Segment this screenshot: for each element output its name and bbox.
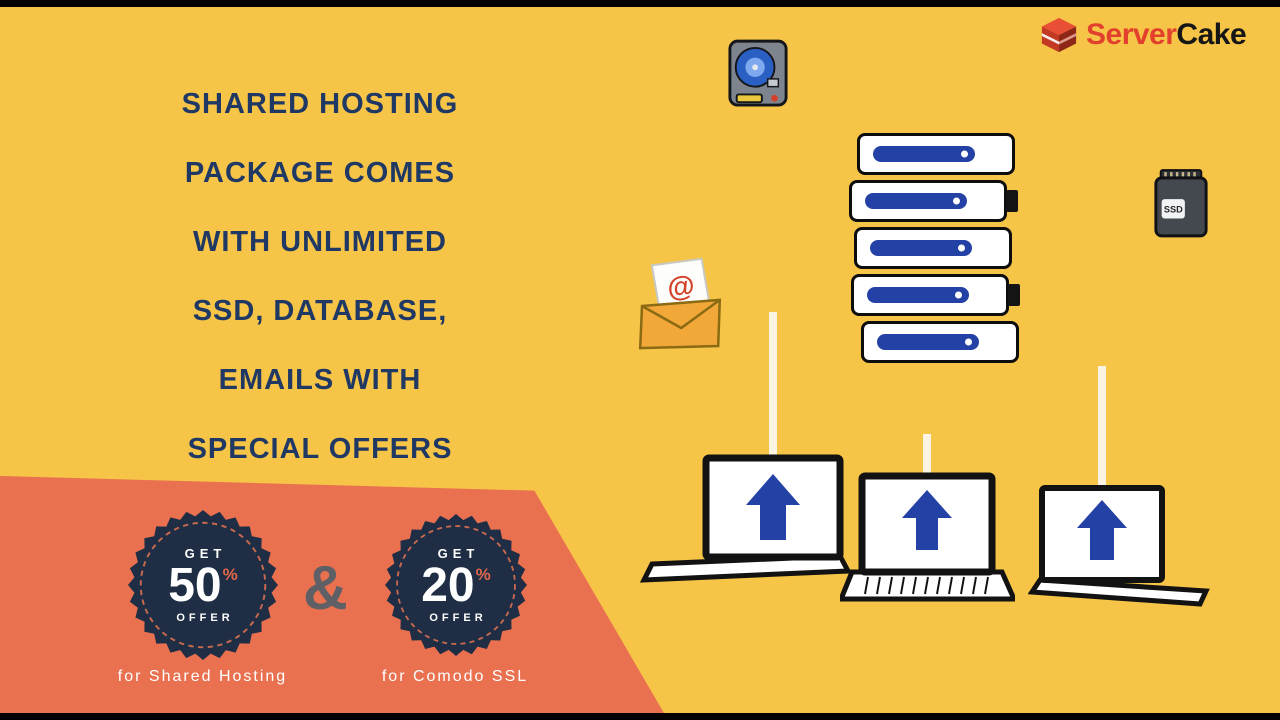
ssd-card-icon: SSD [1154, 169, 1208, 238]
laptop-upload-icon [840, 472, 1015, 602]
hard-drive-icon [728, 39, 788, 107]
badge-get-label: GET [437, 546, 480, 561]
badge-caption-shared-hosting: for Shared Hosting [117, 668, 288, 685]
server-unit [849, 180, 1018, 222]
ampersand: & [303, 554, 348, 623]
email-envelope-icon: @ [638, 257, 722, 350]
badge-value: 20% [421, 559, 491, 612]
badge-percent-sign: % [222, 565, 238, 584]
server-led-bar [865, 193, 967, 209]
at-symbol: @ [665, 269, 696, 303]
badge-get-label: GET [184, 546, 227, 561]
server-unit [854, 227, 1012, 269]
headline-line: EMAILS WITH [218, 364, 422, 396]
letterbox-bottom [0, 713, 1280, 720]
brand-logo: ServerCake [1040, 16, 1247, 54]
headline-line: WITH UNLIMITED [192, 226, 447, 258]
keyboard-hatch [864, 576, 989, 595]
server-unit [857, 133, 1015, 175]
badge-offer-label: OFFER [176, 612, 234, 624]
servercake-cake-icon [1041, 17, 1077, 53]
headline-line: SPECIAL OFFERS [187, 433, 453, 465]
server-led-bar [877, 334, 979, 350]
letterbox-top [0, 0, 1280, 7]
server-led-bar [873, 146, 975, 162]
badge-caption-comodo-ssl: for Comodo SSL [381, 668, 529, 685]
server-led-bar [867, 287, 969, 303]
ssd-label: SSD [1164, 205, 1183, 215]
brand-name-primary: Server [1086, 18, 1177, 51]
connector-line [1098, 366, 1106, 490]
badge-offer-label: OFFER [429, 612, 487, 624]
connector-line [923, 434, 931, 480]
seal-badge-icon [385, 514, 527, 656]
connector-line [769, 312, 777, 460]
server-stack-icon [849, 133, 1034, 368]
offer-badge-shared-hosting: GET 50% OFFER [128, 510, 278, 660]
headline-line: SHARED HOSTING [181, 88, 459, 120]
brand-name-secondary: Cake [1176, 18, 1247, 51]
badge-text: GET 20% OFFER [385, 514, 527, 656]
brand-wordmark: ServerCake [1086, 18, 1247, 52]
seal-badge-icon [128, 510, 278, 660]
headline-line: SSD, DATABASE, [192, 295, 448, 327]
laptop-upload-icon [639, 454, 853, 583]
upload-arrow-icon [902, 490, 952, 550]
offer-badge-comodo-ssl: GET 20% OFFER [385, 514, 527, 656]
badge-text: GET 50% OFFER [128, 510, 278, 660]
laptop-base [1028, 577, 1210, 607]
badge-value: 50% [168, 559, 238, 612]
server-unit [851, 274, 1020, 316]
badge-number: 20 [421, 559, 475, 612]
badge-number: 50 [168, 559, 222, 612]
laptop-upload-icon [1028, 485, 1210, 607]
server-unit [861, 321, 1019, 363]
upload-arrow-icon [1077, 500, 1127, 560]
headline: SHARED HOSTING PACKAGE COMES WITH UNLIMI… [90, 70, 550, 484]
server-led-bar [870, 240, 972, 256]
headline-line: PACKAGE COMES [184, 157, 456, 189]
upload-arrow-icon [746, 474, 800, 540]
badge-percent-sign: % [475, 565, 491, 584]
